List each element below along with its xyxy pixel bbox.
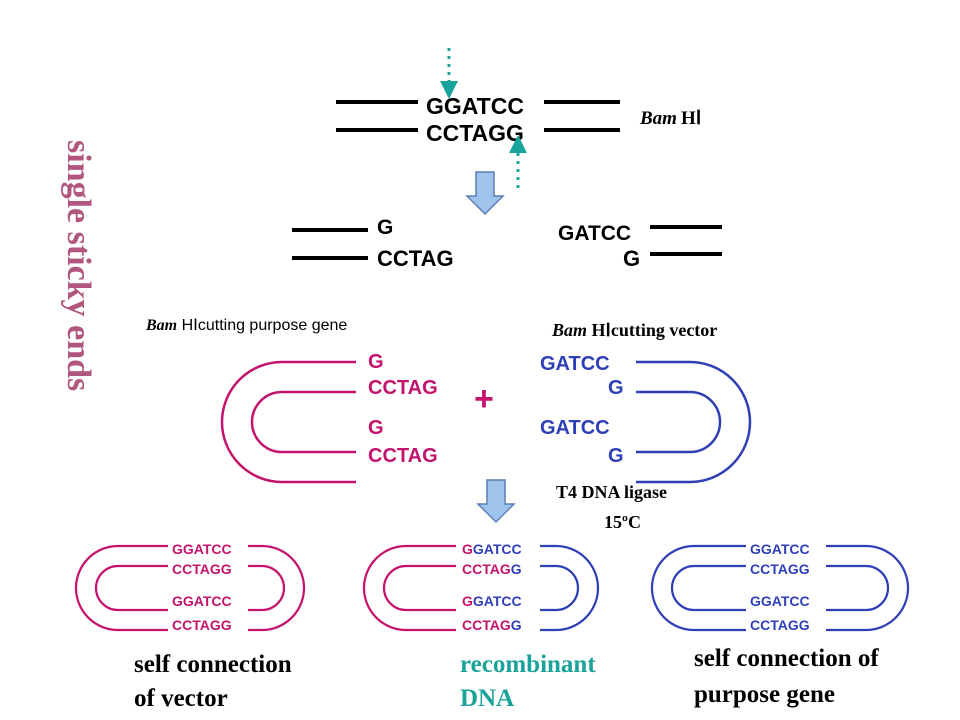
r2-seq1: GGATCC bbox=[462, 541, 522, 557]
r2-seq3: GGATCC bbox=[462, 593, 522, 609]
vector-fragment: GATCC G GATCC G bbox=[540, 353, 752, 484]
vector-bottom-g: G bbox=[608, 445, 624, 467]
site-bottom-strand: CCTAGG bbox=[426, 120, 524, 146]
gene-caption: Bam HⅠcutting purpose gene bbox=[145, 317, 347, 334]
down-arrow-1 bbox=[465, 171, 505, 216]
vector-top-gatcc: GATCC bbox=[540, 353, 610, 375]
r3-label-line2: purpose gene bbox=[694, 681, 835, 708]
left-bottom-sticky: CCTAG bbox=[377, 246, 454, 271]
r1-label-line1: self connection bbox=[134, 651, 292, 678]
result-recombinant: GGATCC CCTAGG GGATCC CCTAGG recombinant … bbox=[362, 541, 600, 712]
r3-label-line1: self connection of bbox=[694, 645, 879, 672]
gene-top-cctag: CCTAG bbox=[368, 377, 438, 399]
right-top-sticky: GATCC bbox=[558, 222, 631, 245]
r3-seq4: CCTAGG bbox=[750, 617, 810, 633]
r2-seq2: CCTAGG bbox=[462, 561, 522, 577]
r1-seq3: GGATCC bbox=[172, 593, 232, 609]
r1-label-line2: of vector bbox=[134, 685, 228, 712]
side-title: single sticky ends bbox=[60, 140, 97, 391]
gene-fragment: G CCTAG G CCTAG bbox=[220, 351, 438, 484]
r2-seq4: CCTAGG bbox=[462, 617, 522, 633]
vector-top-g: G bbox=[608, 377, 624, 399]
gene-top-g: G bbox=[368, 351, 384, 373]
r1-seq2: CCTAGG bbox=[172, 561, 232, 577]
ligase-temperature: 15ºC bbox=[604, 512, 641, 532]
r3-seq3: GGATCC bbox=[750, 593, 810, 609]
gene-bottom-g: G bbox=[368, 417, 384, 439]
r1-seq1: GGATCC bbox=[172, 541, 232, 557]
r3-seq2: CCTAGG bbox=[750, 561, 810, 577]
vector-bottom-gatcc: GATCC bbox=[540, 417, 610, 439]
result-gene-self: GGATCC CCTAGG GGATCC CCTAGG self connect… bbox=[650, 541, 910, 708]
r1-seq4: CCTAGG bbox=[172, 617, 232, 633]
down-arrow-2 bbox=[476, 479, 516, 524]
result-vector-self: GGATCC CCTAGG GGATCC CCTAGG self connect… bbox=[74, 541, 306, 712]
ligase-label: T4 DNA ligase bbox=[556, 482, 667, 502]
gene-bottom-cctag: CCTAG bbox=[368, 445, 438, 467]
vector-caption: Bam HⅠcutting vector bbox=[551, 320, 717, 340]
r2-label-line1: recombinant bbox=[460, 651, 596, 678]
site-top-strand: GGATCC bbox=[426, 93, 524, 119]
cut-products: G CCTAG GATCC G bbox=[292, 216, 722, 271]
plus-sign: + bbox=[474, 380, 494, 418]
r3-seq1: GGATCC bbox=[750, 541, 810, 557]
r2-label-line2: DNA bbox=[460, 685, 514, 712]
left-top-sticky: G bbox=[377, 216, 393, 239]
right-bottom-sticky: G bbox=[623, 246, 640, 271]
